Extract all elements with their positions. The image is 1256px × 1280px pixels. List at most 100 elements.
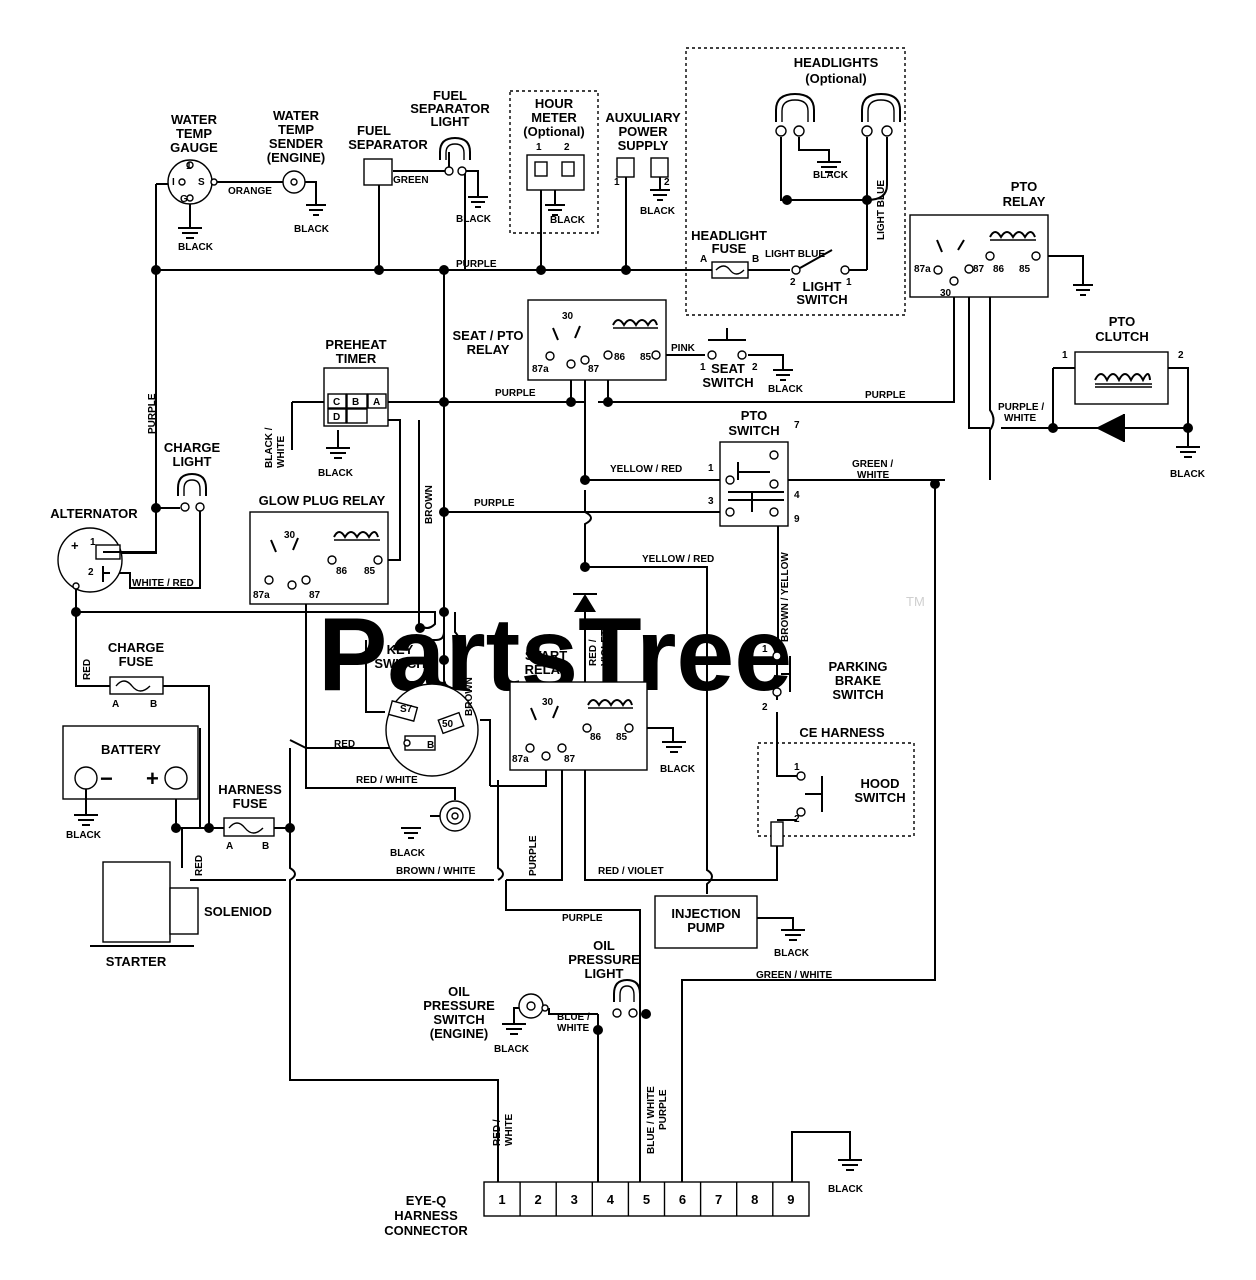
svg-text:9: 9 [794, 514, 800, 525]
wire-label-pink: PINK [671, 343, 696, 354]
svg-text:87a: 87a [253, 590, 270, 601]
svg-text:1: 1 [794, 762, 800, 773]
key-switch: KEY SWITCH S7 50 B [374, 642, 479, 777]
svg-text:LIGHT: LIGHT [803, 279, 842, 294]
oil-pressure-light: OIL PRESSURE LIGHT [568, 938, 641, 1018]
wire-label-yellow-red: YELLOW / RED [610, 464, 682, 475]
pto-switch: PTO SWITCH 1 7 3 4 9 [708, 408, 800, 527]
wire-label-red-1: RED [82, 659, 93, 680]
svg-text:7: 7 [794, 420, 800, 431]
svg-text:87: 87 [588, 364, 600, 375]
svg-text:BATTERY: BATTERY [101, 742, 161, 757]
svg-text:PREHEAT: PREHEAT [325, 337, 386, 352]
injection-pump: INJECTION PUMP BLACK [654, 895, 810, 959]
svg-text:1: 1 [846, 277, 852, 288]
svg-text:FUEL: FUEL [433, 88, 467, 103]
svg-text:WHITE: WHITE [857, 470, 890, 481]
svg-text:86: 86 [993, 264, 1005, 275]
svg-text:1: 1 [762, 644, 768, 655]
svg-text:SWITCH: SWITCH [854, 790, 905, 805]
svg-text:WATER: WATER [171, 112, 218, 127]
svg-text:87: 87 [309, 590, 321, 601]
svg-text:RELAY: RELAY [1003, 194, 1046, 209]
fuel-separator-light: FUEL SEPARATOR LIGHT BLACK [410, 88, 492, 225]
svg-text:STARTER: STARTER [106, 954, 167, 969]
wire-label-red-white: RED / WHITE [356, 775, 418, 786]
svg-text:INJECTION: INJECTION [671, 906, 740, 921]
wire-label-purple-7: PURPLE [658, 1089, 669, 1130]
svg-text:2: 2 [1178, 350, 1184, 361]
eyeq-pin-8: 8 [751, 1192, 758, 1207]
svg-text:A: A [700, 254, 707, 265]
svg-text:30: 30 [940, 288, 952, 299]
svg-text:BLACK: BLACK [550, 215, 586, 226]
svg-text:LIGHT: LIGHT [585, 966, 624, 981]
svg-text:(ENGINE): (ENGINE) [430, 1026, 489, 1041]
svg-text:WHITE: WHITE [504, 1113, 515, 1146]
eyeq-pin-2: 2 [535, 1192, 542, 1207]
watermark-tm: TM [906, 594, 925, 609]
seat-pto-relay: SEAT / PTO RELAY 30 87a 87 86 85 PINK [452, 299, 696, 381]
glow-plug: BLACK [390, 800, 471, 859]
wire-label-brown-yellow: BROWN / YELLOW [780, 552, 791, 642]
svg-text:2: 2 [762, 702, 768, 713]
charge-light: CHARGE LIGHT [164, 440, 220, 512]
wire-label-brown: BROWN [424, 485, 435, 524]
svg-text:KEY: KEY [387, 642, 414, 657]
wire-label-yellow-red-2: YELLOW / RED [642, 554, 714, 565]
svg-text:ALTERNATOR: ALTERNATOR [50, 506, 138, 521]
svg-text:87a: 87a [532, 364, 549, 375]
svg-text:(Optional): (Optional) [805, 71, 866, 86]
water-temp-sender: WATER TEMP SENDER (ENGINE) ORANGE BLACK [228, 108, 330, 235]
svg-text:1: 1 [1062, 350, 1068, 361]
wire-label-purple-3: PURPLE [495, 388, 536, 399]
svg-text:FUEL: FUEL [357, 123, 391, 138]
svg-text:−: − [100, 766, 113, 791]
svg-text:2: 2 [794, 814, 800, 825]
svg-text:SWITCH: SWITCH [796, 292, 847, 307]
svg-text:SOLENIOD: SOLENIOD [204, 904, 272, 919]
svg-text:I: I [172, 177, 175, 188]
svg-text:PTO: PTO [1109, 314, 1136, 329]
svg-text:87a: 87a [512, 754, 529, 765]
water-temp-gauge: WATER TEMP GAUGE I S G 1 [167, 112, 218, 205]
svg-text:A: A [373, 397, 380, 408]
seat-switch: 1 2 SEAT SWITCH BLACK [700, 328, 804, 395]
svg-text:LIGHT: LIGHT [173, 454, 212, 469]
svg-text:SWITCH: SWITCH [702, 375, 753, 390]
wire-label-brown-white: BROWN / WHITE [396, 866, 476, 877]
svg-text:S7: S7 [400, 704, 413, 715]
svg-text:BLACK: BLACK [813, 170, 849, 181]
aux-power-supply: AUXULIARY POWER SUPPLY 1 2 BLACK [605, 110, 681, 217]
svg-text:BLACK: BLACK [640, 206, 676, 217]
svg-text:BLACK: BLACK [1170, 469, 1206, 480]
wire-label-blue-white-v: BLUE / WHITE [646, 1086, 657, 1154]
svg-text:87: 87 [973, 264, 985, 275]
wire-label-purple-6: PURPLE [562, 913, 603, 924]
wire-label-green-white: GREEN / [852, 459, 893, 470]
svg-text:RELAY: RELAY [467, 342, 510, 357]
svg-text:2: 2 [88, 567, 94, 578]
svg-text:TIMER: TIMER [336, 351, 377, 366]
parking-brake-switch: 1 2 PARKING BRAKE SWITCH [762, 644, 887, 713]
svg-text:PARKING: PARKING [829, 659, 888, 674]
eyeq-pin-7: 7 [715, 1192, 722, 1207]
svg-text:SENDER: SENDER [269, 136, 324, 151]
svg-text:85: 85 [364, 566, 376, 577]
oil-pressure-switch: BLACK OIL PRESSURE SWITCH (ENGINE) [423, 984, 549, 1055]
svg-text:HOUR: HOUR [535, 96, 574, 111]
wire-label-purple-left: PURPLE [147, 393, 158, 434]
wire-label-purple-2: PURPLE [865, 390, 906, 401]
svg-text:SEPARATOR: SEPARATOR [410, 101, 490, 116]
svg-text:2: 2 [564, 142, 570, 153]
svg-text:SWITCH: SWITCH [433, 1012, 484, 1027]
svg-text:BLACK: BLACK [66, 830, 102, 841]
svg-text:D: D [333, 412, 340, 423]
svg-text:FUSE: FUSE [712, 241, 747, 256]
wire-label-red-3: RED [334, 739, 355, 750]
wire-label-red-violet-2: RED / VIOLET [598, 866, 664, 877]
svg-text:CHARGE: CHARGE [108, 640, 165, 655]
svg-text:86: 86 [336, 566, 348, 577]
